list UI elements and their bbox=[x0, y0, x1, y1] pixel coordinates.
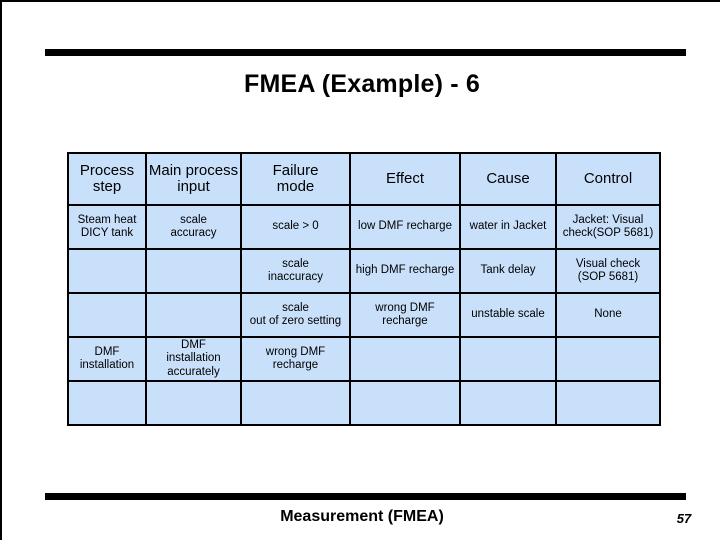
table-row bbox=[67, 380, 661, 426]
cell-control bbox=[555, 336, 661, 382]
cell-line-1: unstable scale bbox=[471, 308, 545, 321]
cell-line-1: scale bbox=[282, 257, 309, 270]
title-top-divider bbox=[45, 49, 686, 56]
header-line-2: mode bbox=[276, 178, 315, 195]
table-row: scale out of zero setting wrong DMF rech… bbox=[67, 292, 661, 338]
cell-line-1: scale bbox=[282, 301, 309, 314]
page-number: 57 bbox=[676, 511, 692, 526]
cell-line-1: Tank delay bbox=[480, 264, 536, 277]
cell-line-1: scale bbox=[180, 213, 207, 226]
cell-main-process-input bbox=[145, 248, 242, 294]
table-row: scale inaccuracy high DMF recharge Tank … bbox=[67, 248, 661, 294]
header-line-1: Failure bbox=[272, 161, 319, 179]
column-header-process-step: Process step bbox=[67, 152, 147, 206]
header-line-1: Cause bbox=[486, 169, 530, 187]
column-header-failure-mode: Failure mode bbox=[240, 152, 351, 206]
cell-process-step: Steam heat DICY tank bbox=[67, 204, 147, 250]
cell-process-step bbox=[67, 248, 147, 294]
cell-line-1: Visual check bbox=[575, 257, 641, 270]
cell-line-1: Steam heat bbox=[77, 213, 137, 226]
cell-line-1: Jacket: Visual bbox=[572, 213, 644, 226]
cell-line-2: (SOP 5681) bbox=[577, 271, 639, 283]
cell-line-2: accuracy bbox=[170, 227, 217, 239]
cell-control: Visual check (SOP 5681) bbox=[555, 248, 661, 294]
cell-process-step: DMF installation bbox=[67, 336, 147, 382]
cell-line-1: wrong DMF bbox=[265, 345, 326, 358]
cell-cause bbox=[459, 336, 557, 382]
cell-failure-mode: wrong DMF recharge bbox=[240, 336, 351, 382]
cell-control: None bbox=[555, 292, 661, 338]
header-line-1: Effect bbox=[385, 169, 425, 187]
column-header-control: Control bbox=[555, 152, 661, 206]
column-header-cause: Cause bbox=[459, 152, 557, 206]
cell-failure-mode: scale out of zero setting bbox=[240, 292, 351, 338]
cell-line-1: DMF bbox=[181, 339, 206, 352]
fmea-table: Process step Main process input Failure … bbox=[67, 152, 661, 426]
cell-control: Jacket: Visual check(SOP 5681) bbox=[555, 204, 661, 250]
cell-effect: low DMF recharge bbox=[349, 204, 461, 250]
cell-cause bbox=[459, 380, 557, 426]
column-header-main-process-input: Main process input bbox=[145, 152, 242, 206]
cell-line-1: None bbox=[594, 308, 622, 321]
cell-main-process-input bbox=[145, 292, 242, 338]
cell-line-1: high DMF recharge bbox=[355, 264, 455, 277]
cell-cause: Tank delay bbox=[459, 248, 557, 294]
header-line-2: step bbox=[92, 178, 122, 195]
cell-process-step bbox=[67, 380, 147, 426]
cell-failure-mode: scale inaccuracy bbox=[240, 248, 351, 294]
header-line-1: Process bbox=[79, 161, 135, 179]
header-line-1: Control bbox=[583, 169, 633, 187]
cell-line-2: out of zero setting bbox=[249, 315, 342, 327]
header-line-1: Main process bbox=[148, 161, 239, 179]
cell-line-1: scale > 0 bbox=[272, 220, 319, 233]
cell-line-3: accurately bbox=[167, 365, 220, 378]
cell-line-2: DICY tank bbox=[80, 227, 134, 239]
cell-main-process-input: scale accuracy bbox=[145, 204, 242, 250]
cell-effect: wrong DMF recharge bbox=[349, 292, 461, 338]
cell-line-1: wrong DMF bbox=[375, 301, 435, 314]
cell-line-2: recharge bbox=[272, 359, 319, 371]
cell-line-2: recharge bbox=[382, 315, 428, 327]
fmea-table-container: Process step Main process input Failure … bbox=[67, 152, 661, 426]
cell-process-step bbox=[67, 292, 147, 338]
table-row: DMF installation DMF installation accura… bbox=[67, 336, 661, 382]
cell-effect: high DMF recharge bbox=[349, 248, 461, 294]
cell-line-1: DMF bbox=[94, 345, 120, 358]
column-header-effect: Effect bbox=[349, 152, 461, 206]
cell-main-process-input bbox=[145, 380, 242, 426]
cell-failure-mode bbox=[240, 380, 351, 426]
cell-line-2: installation bbox=[166, 352, 221, 365]
cell-control bbox=[555, 380, 661, 426]
cell-cause: water in Jacket bbox=[459, 204, 557, 250]
header-line-2: input bbox=[177, 178, 210, 195]
cell-cause: unstable scale bbox=[459, 292, 557, 338]
cell-effect bbox=[349, 336, 461, 382]
table-header-row: Process step Main process input Failure … bbox=[67, 152, 661, 206]
cell-main-process-input: DMF installation accurately bbox=[145, 336, 242, 382]
table-row: Steam heat DICY tank scale accuracy scal… bbox=[67, 204, 661, 250]
footer-label: Measurement (FMEA) bbox=[280, 508, 444, 525]
page-title: FMEA (Example) - 6 bbox=[243, 70, 481, 98]
cell-line-1: water in Jacket bbox=[469, 220, 547, 233]
cell-failure-mode: scale > 0 bbox=[240, 204, 351, 250]
cell-line-2: inaccuracy bbox=[268, 271, 323, 283]
footer-top-divider bbox=[45, 493, 686, 500]
cell-line-2: installation bbox=[79, 359, 135, 371]
cell-line-2: check(SOP 5681) bbox=[562, 227, 654, 239]
cell-effect bbox=[349, 380, 461, 426]
cell-line-1: low DMF recharge bbox=[358, 220, 452, 233]
